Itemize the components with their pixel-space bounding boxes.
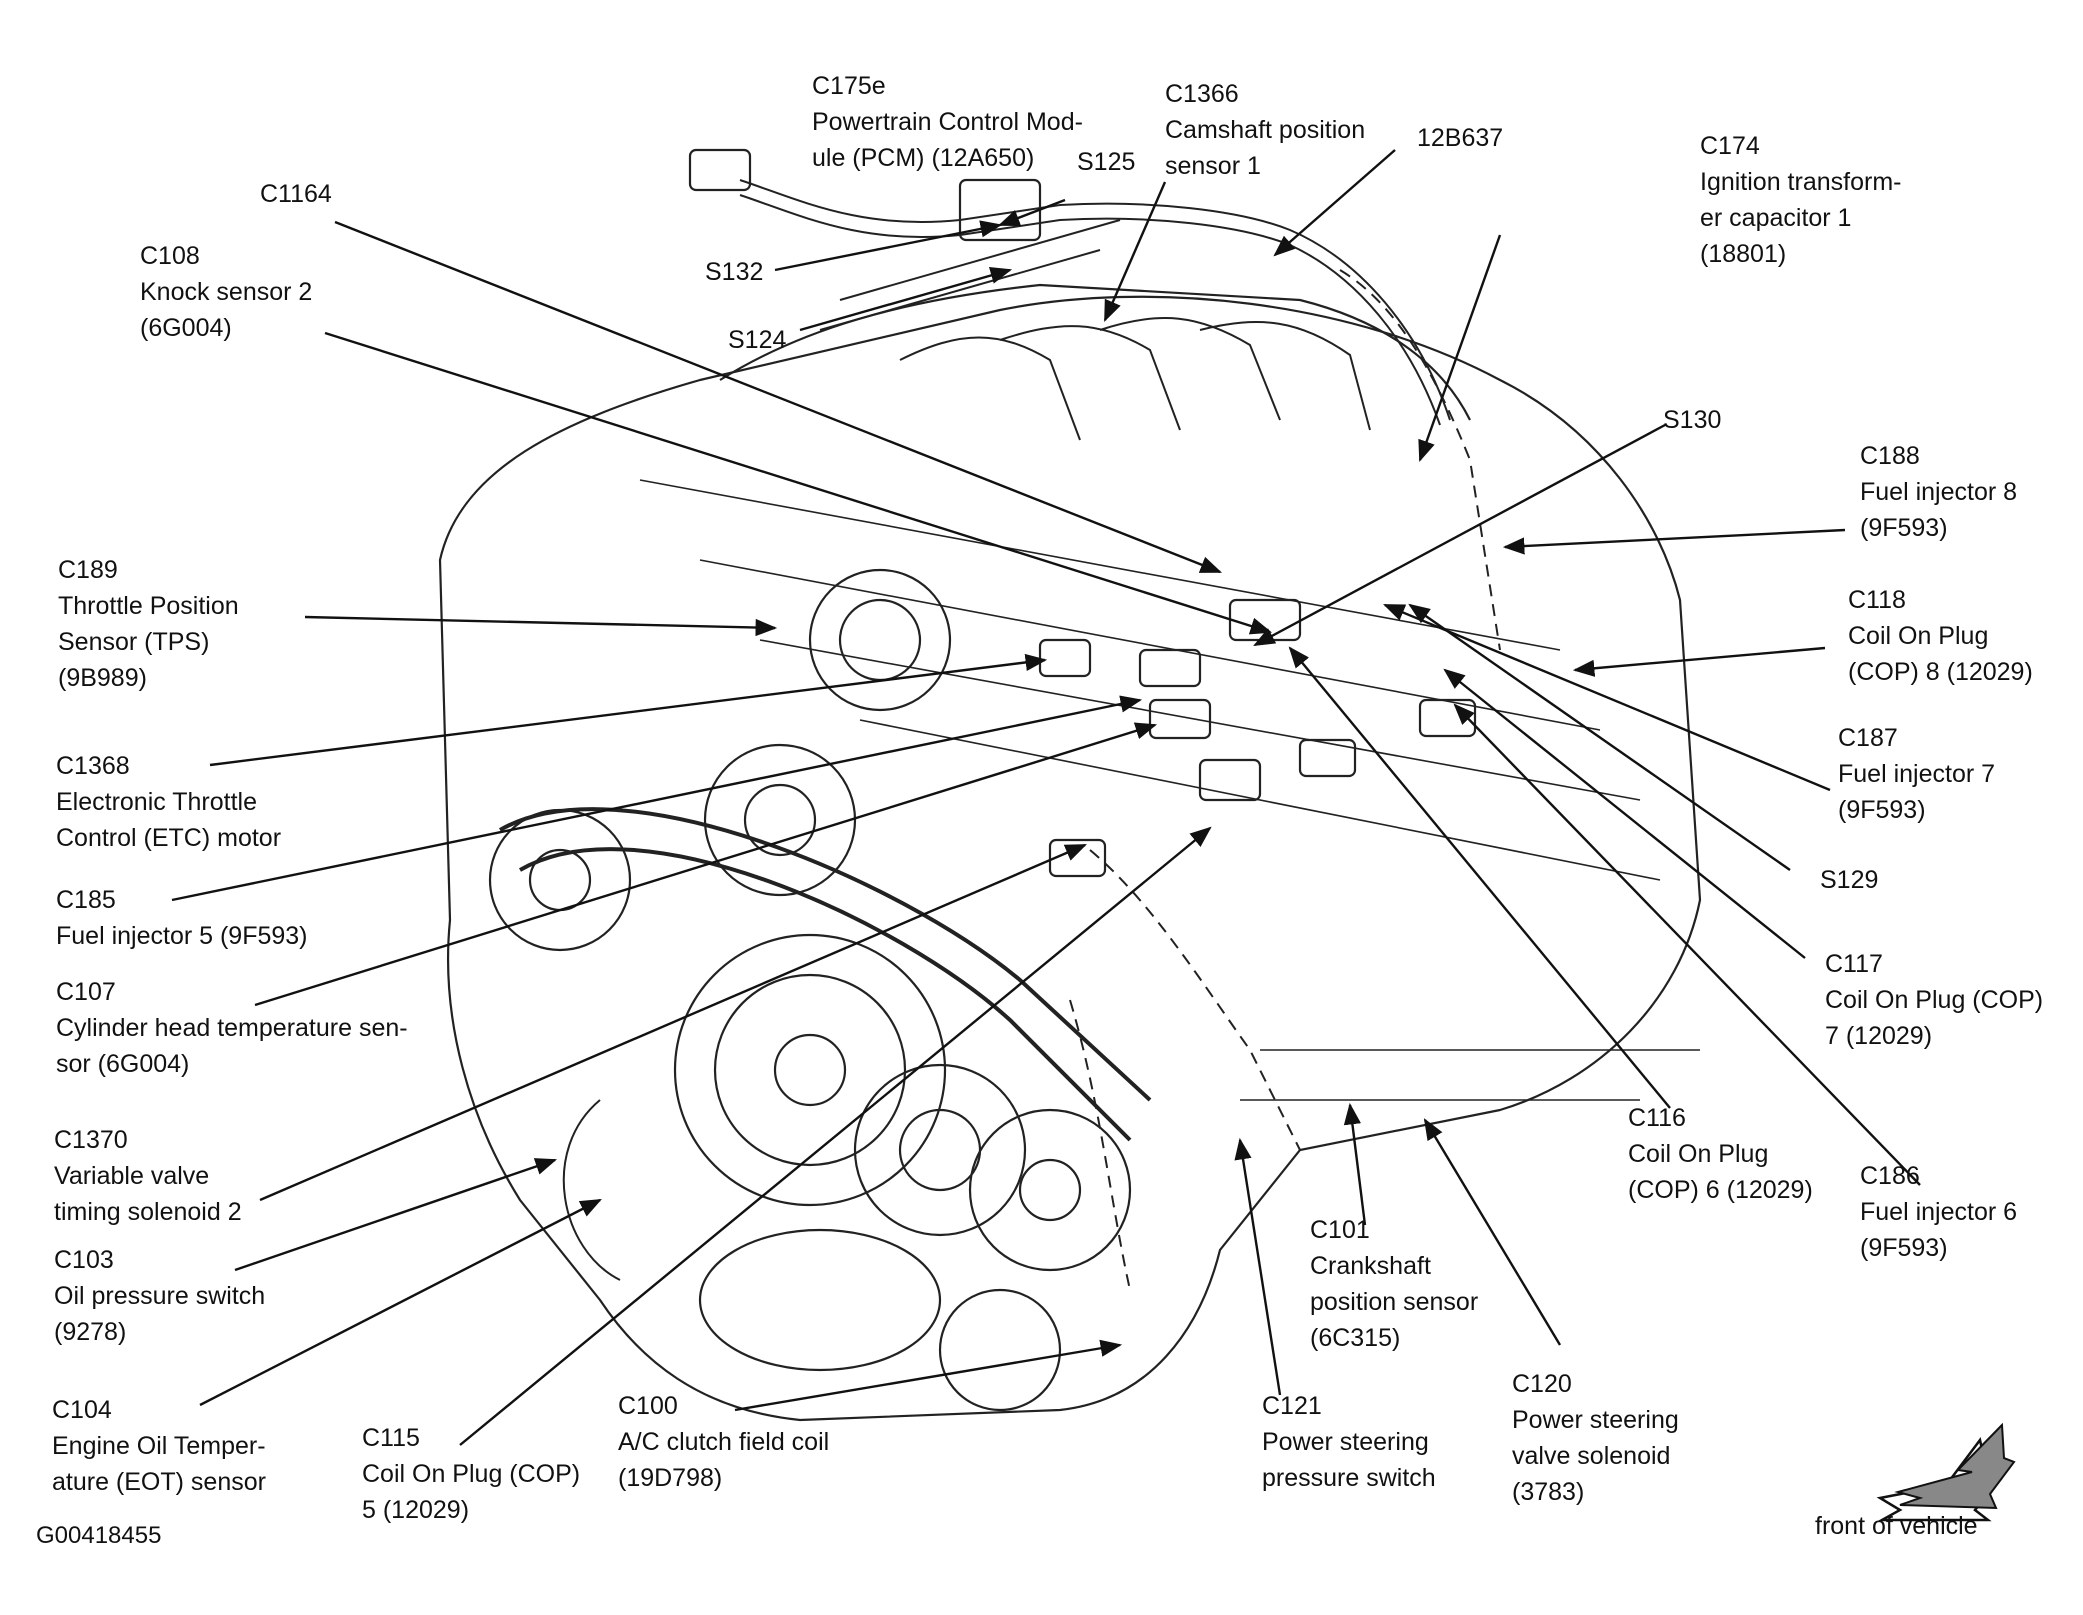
engine-body [438,148,1702,1422]
front-of-vehicle-label: front of vehicle [1815,1512,1978,1540]
callout-s129-label: S129 [1820,866,1879,894]
callout-12b637-label: 12B637 [1417,124,1504,152]
wiring-harness [562,179,1501,1291]
callout-s125-label: S125 [1077,148,1136,176]
callout-c1164-label: C1164 [260,180,332,208]
callout-s130-label: S130 [1663,406,1722,434]
figure-id: G00418455 [36,1522,162,1549]
callout-s132-label: S132 [705,258,764,286]
leader-lines [171,149,1921,1446]
callout-s124-label: S124 [728,326,787,354]
front-of-vehicle-arrow-icon [1876,1422,2016,1522]
